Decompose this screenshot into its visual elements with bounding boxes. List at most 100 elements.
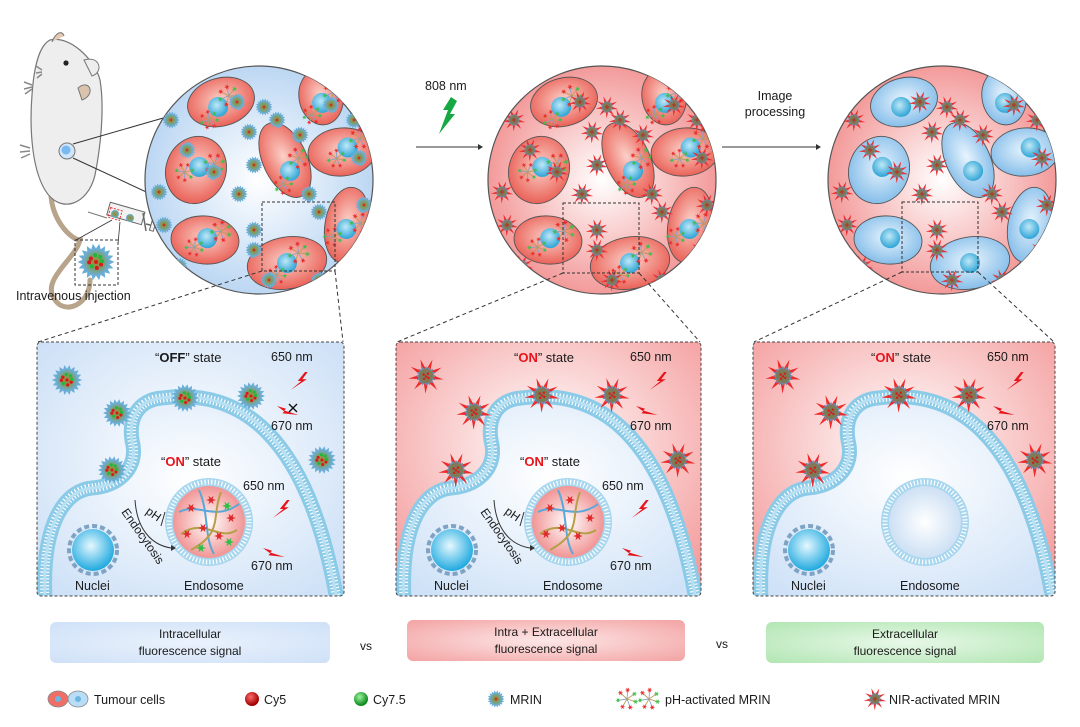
inner-excitation-label: 650 nm [602,479,644,493]
top-emission-label: 670 nm [630,419,672,433]
mouse-paw-front [35,65,43,79]
top-state-label: “OFF” state [155,350,221,365]
cy5-dye [186,503,196,513]
nucleus [963,160,984,181]
top-excitation-label: 650 nm [271,350,313,364]
mrin-particle [77,243,115,281]
top-state-label: “ON” state [871,350,931,365]
nir-activated-mrin [660,443,696,478]
nir-activated-mrin [948,109,972,132]
excitation-bolt-icon [272,500,290,518]
syringe-icon [87,201,158,232]
mrin-particle [240,123,258,141]
syringe-zoom-line [117,221,121,245]
ph-marker [519,511,525,527]
legend: Tumour cells Cy5 Cy7.5 MRIN pH-activated… [47,687,1000,711]
nir-activated-mrin [1002,94,1026,117]
ph-activated-mrin [322,226,343,247]
endocytosis-arrow [134,499,172,549]
mrin-particle [322,96,340,114]
nucleus [277,253,297,273]
nir-activated-mrin [545,161,569,184]
cy5-dye [557,523,567,533]
cy5-dye [565,495,575,505]
legend-label: pH-activated MRIN [665,693,771,707]
arrow-head [171,545,176,551]
nir-laser-bolt-icon [439,97,457,134]
nir-activated-mrin [502,109,526,132]
polymer-strand [190,491,222,551]
tumour-site-core [61,145,71,155]
mrin-particle [255,98,273,116]
ph-activated-mrin [183,236,205,258]
nir-activated-mrin [608,109,632,132]
vs-label: vs [360,639,372,653]
ph-activated-mrin [517,162,538,183]
syringe-zoom-line [75,219,113,241]
mrin-particle [260,271,278,289]
nir-activated-mrin [495,214,519,237]
mrin-particle [171,384,199,412]
mrin-particle [245,221,263,239]
nucleus [872,156,893,177]
cy5-dye [206,495,216,505]
mrin-particle [155,216,173,234]
normal-cell [853,215,923,265]
signal-line1: Intracellular [159,627,221,641]
mrin-particle [51,365,83,395]
nuclear-envelope [783,524,835,576]
ph-activated-mrin-icon [615,687,661,710]
ph-activated-mrin [174,162,195,183]
cy5-dye [585,513,595,523]
polymer-strand [557,489,574,555]
inner-state-label: “ON” state [161,454,221,469]
nir-activated-mrin [690,147,714,170]
signal-line1: Intra + Extracellular [494,625,598,639]
ph-activated-mrin [287,241,311,265]
top-emission-label: 670 nm [271,419,313,433]
region-box [901,201,979,273]
nir-activated-mrin [813,395,849,430]
nir-activated-mrin [600,269,624,292]
endocytosis-arrow [493,499,531,549]
region-box [261,201,336,272]
nir-activated-mrin [925,154,949,177]
nir-activated-mrin [585,154,609,177]
mouse-nose [51,32,65,43]
endosome-label: Endosome [184,579,244,593]
nuclear-envelope [426,524,478,576]
nir-activated-mrin [524,378,560,413]
excitation-bolt-icon [631,500,649,518]
nucleus [960,253,980,273]
cy5-dye [214,531,224,541]
polymer-strand [180,527,238,535]
ph-activated-mrin [287,146,311,170]
nir-activated-mrin [765,359,801,394]
mouse-ear [83,58,100,77]
mrin-particle [162,111,180,129]
circle-after-irradiation [487,65,717,295]
nucleus [72,529,114,571]
signal-line1: Extracellular [872,627,938,641]
polymer-strand [178,503,240,513]
nir-activated-mrin [438,453,474,488]
emission-bolt-icon [636,406,658,415]
mouse-tail [48,167,93,310]
nir-activated-mrin [662,94,686,117]
mrin-inset-particle [77,243,115,281]
mrin-particle [310,203,328,221]
mrin-particle [103,399,131,427]
blocked-emission-icon [288,403,298,413]
nir-activated-mrin [835,214,859,237]
mrin-icon [487,690,505,708]
nir-activated-mrin [570,183,594,206]
excitation-bolt-icon [290,372,308,390]
nir-activated-mrin-icon [863,688,887,711]
nir-activated-mrin [594,378,630,413]
mrin-particle [230,185,248,203]
mrin-particle [205,163,223,181]
nucleus [880,228,901,249]
tumour-cell [513,215,583,265]
nir-activated-mrin [408,359,444,394]
tumour-cell [165,135,227,205]
